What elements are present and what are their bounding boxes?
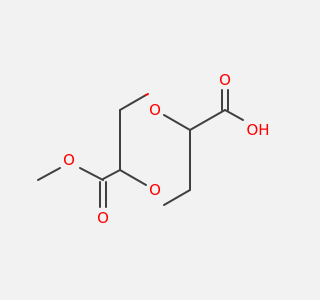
bond-o-top-half — [145, 93, 149, 96]
bond-o-single-methyl — [37, 167, 61, 181]
atom-o-ring-top: O — [149, 101, 161, 119]
atom-o-ester-carbonyl: O — [97, 209, 109, 227]
atom-o-ring-bottom: O — [149, 181, 161, 199]
bond-c1-o-top — [119, 94, 147, 111]
molecule-structure: O O O OH O O — [37, 71, 270, 227]
bond-c2-o-bottom — [119, 169, 147, 186]
bond-cester-o-single — [79, 167, 104, 181]
bond-c2-cester — [102, 169, 121, 180]
atom-oh-acid: OH — [246, 121, 269, 139]
bond-o-bottom-c4 — [163, 189, 191, 206]
atom-o-acid-carbonyl: O — [219, 71, 231, 89]
atom-o-ester-single: O — [63, 151, 75, 169]
bond-o-top-c3 — [163, 114, 191, 131]
bond-c3-cacid — [189, 109, 226, 131]
bond-cacid-oh — [224, 109, 244, 121]
